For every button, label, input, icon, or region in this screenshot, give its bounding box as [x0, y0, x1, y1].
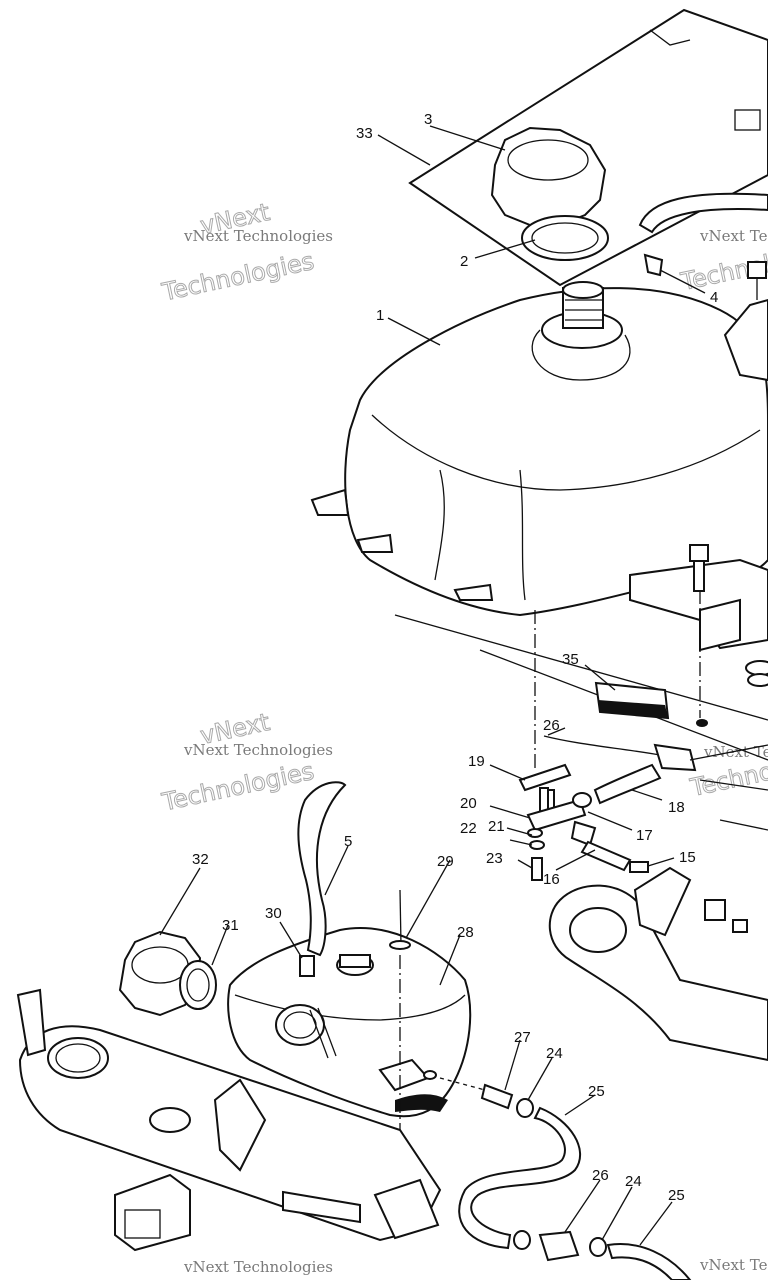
callout-23: 23 — [486, 850, 503, 867]
frame-rail — [394, 558, 768, 761]
oil-line-27 — [439, 1077, 514, 1110]
watermark-top: vNext vNext Technologies Technologies — [158, 197, 333, 307]
callout-31: 31 — [222, 917, 239, 934]
callout-19: 19 — [468, 753, 485, 770]
watermark-text: Technologies — [159, 247, 317, 307]
watermark-bottom: vNext Technologies vNext Technologies — [183, 1256, 768, 1276]
callout-24: 24 — [546, 1045, 563, 1062]
callout-1: 1 — [376, 307, 384, 324]
oil-tank — [227, 927, 472, 1118]
watermark-right-mid: vNext Technologies Technologies — [687, 742, 768, 803]
callout-16: 16 — [543, 871, 560, 888]
fuel-cap — [490, 126, 607, 226]
watermark-text: vNext Technologies — [699, 227, 768, 245]
mount-bolt — [689, 544, 768, 687]
vent-hose-top — [638, 192, 768, 277]
oil-filler-neck — [275, 1004, 337, 1059]
watermark-text: vNext Technologies — [703, 743, 768, 761]
watermark-text: vNext Technologies — [183, 1258, 333, 1276]
callout-labels: 33 3 2 1 4 35 26 19 18 20 21 17 22 23 16… — [192, 111, 718, 1204]
callout-33: 33 — [356, 125, 373, 142]
callout-25b: 25 — [668, 1187, 685, 1204]
callout-27: 27 — [514, 1029, 531, 1046]
decal — [594, 681, 670, 720]
rear-frame — [16, 988, 442, 1252]
callout-15: 15 — [679, 849, 696, 866]
oil-hose-25b — [606, 1243, 692, 1280]
callout-26b: 26 — [592, 1167, 609, 1184]
oil-cap-gasket — [179, 960, 217, 1010]
callout-18: 18 — [668, 799, 685, 816]
callout-32: 32 — [192, 851, 209, 868]
clamp-24 — [513, 1098, 607, 1257]
breather-hose-5 — [297, 781, 347, 977]
fuel-tank — [310, 287, 768, 617]
oil-hose-25 — [458, 1106, 581, 1250]
callout-20: 20 — [460, 795, 477, 812]
callout-24b: 24 — [625, 1173, 642, 1190]
watermark-text: Technologies — [159, 757, 317, 817]
watermark-text: vNext Technologies — [183, 227, 333, 245]
tank-bracket-right — [723, 261, 768, 382]
callout-28: 28 — [457, 924, 474, 941]
filler-neck — [541, 281, 623, 349]
frame-tube — [548, 779, 768, 1062]
gasket — [521, 215, 609, 261]
callout-3: 3 — [424, 111, 432, 128]
watermark-text: vNext Technologies — [699, 1256, 768, 1274]
callout-29: 29 — [437, 853, 454, 870]
fuel-hose-16 — [580, 840, 649, 873]
callout-25: 25 — [588, 1083, 605, 1100]
callout-22: 22 — [460, 820, 477, 837]
callout-5: 5 — [344, 833, 352, 850]
leader-lines — [159, 125, 706, 1246]
callout-21: 21 — [488, 818, 505, 835]
fuel-hose-18 — [593, 763, 662, 805]
callout-2: 2 — [460, 253, 468, 270]
callout-4: 4 — [710, 289, 718, 306]
callout-26: 26 — [543, 717, 560, 734]
filter-26 — [538, 1230, 580, 1262]
callout-30: 30 — [265, 905, 282, 922]
callout-17: 17 — [636, 827, 653, 844]
fuel-valve-assembly — [518, 610, 597, 881]
hose-26-top — [543, 735, 768, 772]
center-mark — [696, 719, 708, 727]
callout-35: 35 — [562, 651, 579, 668]
watermark-text: vNext Technologies — [183, 741, 333, 759]
